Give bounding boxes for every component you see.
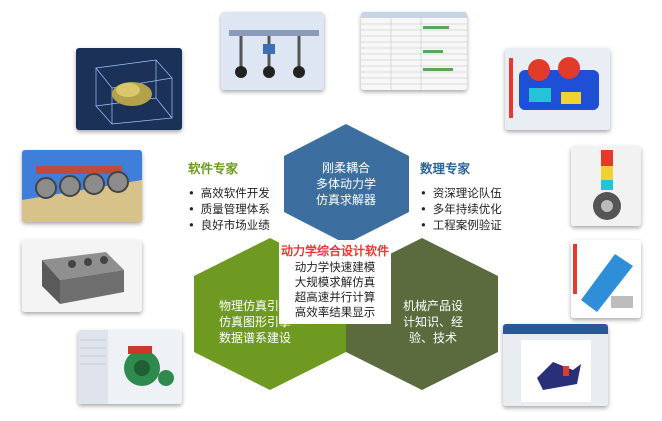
data-expert-block: 数理专家 资深理论队伍 多年持续优化 工程案例验证 xyxy=(420,158,502,233)
data-expert-item: 工程案例验证 xyxy=(420,217,502,233)
wireframe-model-thumb xyxy=(76,48,182,130)
left-hexagon-line: 物理仿真引擎 xyxy=(218,299,291,313)
right-hexagon-line: 验、技术 xyxy=(408,331,457,345)
engine-stress-thumb xyxy=(505,48,610,130)
top-hexagon-line: 仿真求解器 xyxy=(315,193,376,207)
left-hexagon-line: 仿真图形引擎 xyxy=(218,315,291,329)
data-expert-title: 数理专家 xyxy=(420,161,471,176)
data-table-icon xyxy=(361,12,467,90)
core-feature: 高效率结果显示 xyxy=(294,305,376,319)
core-software-box: 动力学综合设计软件 动力学快速建模 大规模求解仿真 超高速并行计算 高效率结果显… xyxy=(279,240,391,324)
landing-gear-icon xyxy=(221,12,324,90)
core-feature: 超高速并行计算 xyxy=(294,290,376,304)
tracked-vehicle-icon xyxy=(22,150,142,222)
top-hexagon-line: 多体动力学 xyxy=(315,177,376,191)
gearbox-software-thumb xyxy=(78,330,182,404)
engine-block-icon xyxy=(22,240,142,312)
software-expert-item: 质量管理体系 xyxy=(188,201,270,217)
top-hexagon-line: 刚柔耦合 xyxy=(321,161,370,175)
software-expert-title: 软件专家 xyxy=(188,161,239,176)
gear-stress-thumb xyxy=(571,146,641,226)
document-chart-icon xyxy=(503,324,608,406)
data-table-thumb xyxy=(361,12,467,90)
software-expert-block: 软件专家 高效软件开发 质量管理体系 良好市场业绩 xyxy=(188,158,270,233)
software-expert-item: 高效软件开发 xyxy=(188,185,270,201)
core-feature: 大规模求解仿真 xyxy=(294,275,376,289)
wireframe-model-icon xyxy=(76,48,182,130)
left-hexagon-line: 数据谱系建设 xyxy=(218,331,291,345)
data-expert-item: 多年持续优化 xyxy=(420,201,502,217)
crankshaft-icon xyxy=(571,240,641,318)
crankshaft-thumb xyxy=(571,240,641,318)
data-expert-item: 资深理论队伍 xyxy=(420,185,502,201)
landing-gear-thumb xyxy=(221,12,324,90)
gear-stress-icon xyxy=(571,146,641,226)
document-chart-thumb xyxy=(503,324,608,406)
engine-block-thumb xyxy=(22,240,142,312)
top-hexagon-text: 刚柔耦合 多体动力学 仿真求解器 xyxy=(296,160,396,208)
right-hexagon-text: 机械产品设 计知识、经 验、技术 xyxy=(388,298,478,346)
core-software-title: 动力学综合设计软件 xyxy=(280,244,389,258)
software-expert-item: 良好市场业绩 xyxy=(188,217,270,233)
gearbox-software-icon xyxy=(78,330,182,404)
tracked-vehicle-thumb xyxy=(22,150,142,222)
right-hexagon-line: 机械产品设 xyxy=(402,299,463,313)
right-hexagon-line: 计知识、经 xyxy=(402,315,463,329)
engine-stress-icon xyxy=(505,48,610,130)
top-hexagon xyxy=(284,124,409,244)
left-hexagon-text: 物理仿真引擎 仿真图形引擎 数据谱系建设 xyxy=(200,298,310,346)
core-feature: 动力学快速建模 xyxy=(294,260,376,274)
